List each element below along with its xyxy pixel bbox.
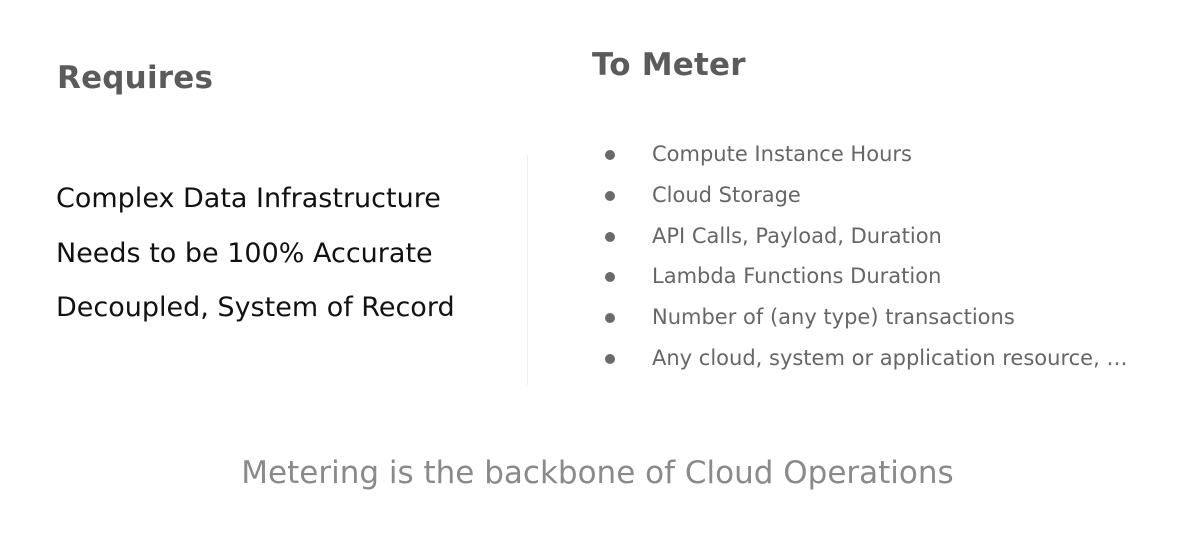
meter-item-label: API Calls, Payload, Duration (652, 223, 942, 248)
column-divider (527, 155, 528, 385)
bullet-icon (605, 190, 615, 201)
bullet-icon (605, 150, 615, 160)
requirements-list: Complex Data Infrastructure Needs to be … (56, 176, 455, 340)
meter-item-label: Number of (any type) transactions (652, 305, 1015, 330)
bullet-icon (605, 353, 615, 364)
meter-item-label: Compute Instance Hours (652, 142, 912, 166)
meter-item-label: Cloud Storage (652, 182, 801, 207)
footer-tagline: Metering is the backbone of Cloud Operat… (241, 455, 954, 491)
bullet-icon (605, 272, 615, 283)
requires-heading: Requires (57, 60, 214, 96)
requirement-item: Complex Data Infrastructure (56, 183, 441, 214)
requirement-item: Decoupled, System of Record (56, 292, 455, 323)
requirement-item: Needs to be 100% Accurate (56, 237, 433, 269)
bullet-icon (605, 313, 615, 324)
meter-item-label: Any cloud, system or application resourc… (652, 345, 1128, 370)
bullet-icon (605, 231, 615, 242)
meter-item-label: Lambda Functions Duration (652, 264, 942, 289)
to-meter-heading: To Meter (592, 47, 746, 83)
